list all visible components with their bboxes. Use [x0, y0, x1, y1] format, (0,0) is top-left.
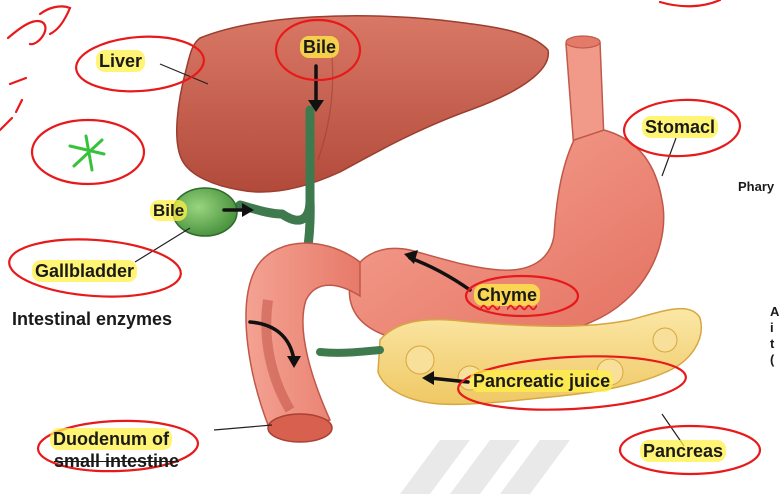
label-pancreas: Pancreas	[640, 442, 726, 460]
green-star-mark	[70, 136, 104, 170]
scribble-left-slash	[0, 118, 12, 130]
right-edge-text: A i t (	[770, 304, 779, 368]
label-bile-left: Bile	[150, 202, 187, 219]
scribble-top-right	[660, 0, 720, 6]
label-pancreatic-juice: Pancreatic juice	[470, 372, 613, 390]
label-liver: Liver	[96, 52, 145, 70]
label-intestinal-enzymes: Intestinal enzymes	[12, 310, 172, 328]
right-edge-line-4: (	[770, 352, 779, 368]
watermark-stripes	[400, 440, 570, 494]
label-pharynx-partial: Phary	[738, 180, 774, 193]
label-bile-top: Bile	[300, 38, 339, 56]
liver-shape	[177, 16, 549, 192]
stomach-shape	[349, 130, 663, 346]
right-edge-line-2: i	[770, 320, 779, 336]
label-duodenum: Duodenum of	[50, 430, 172, 448]
right-edge-line-1: A	[770, 304, 779, 320]
label-gallbladder: Gallbladder	[32, 262, 137, 280]
right-edge-line-3: t	[770, 336, 779, 352]
label-small-intestine: small intestine	[54, 452, 179, 470]
scribble-left-dash	[10, 78, 26, 84]
label-chyme: Chyme	[474, 286, 540, 304]
scribble-top-left	[8, 6, 70, 44]
label-stomach: Stomacl	[642, 118, 718, 136]
scribble-left-comma	[16, 100, 22, 112]
